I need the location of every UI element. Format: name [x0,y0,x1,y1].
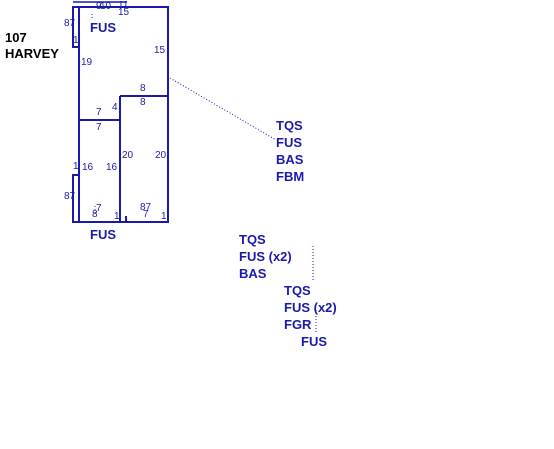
dim-mid-4: 4 [112,102,118,113]
address-street: HARVEY [5,46,59,61]
label-group1-1: FUS [276,135,302,150]
dim-lr-1: 1 [73,161,79,172]
dim-mid-7b: 7 [96,122,102,133]
label-group2-1: FUS (x2) [239,249,292,264]
dim-left-19: 19 [81,57,93,68]
dim-rr-20b: 20 [155,150,167,161]
dim-bot-87: 87 [64,191,76,202]
dim-left-1: 1 [73,35,79,46]
label-group3-1: FUS (x2) [284,300,337,315]
leader-line-1 [169,77,277,141]
dim-rr-20a: 20 [122,150,134,161]
dim-top-11: 11 [118,0,129,11]
label-group2-2: BAS [239,266,267,281]
dim-right-15: 15 [154,45,166,56]
address-number: 107 [5,30,27,45]
dim-top-9: 9 [96,1,102,12]
label-group1-3: FBM [276,169,305,184]
label-group3-sub: FUS [301,334,327,349]
dim-top-87: 87 [64,18,76,29]
label-fus-top: FUS [90,20,116,35]
label-group3-0: TQS [284,283,311,298]
dim-bot-7b: 7 [143,209,149,220]
label-group2-0: TQS [239,232,266,247]
bottom-left-wing [72,174,120,223]
dim-mid-8a: 8 [140,83,146,94]
dim-top-15: 15 [118,7,130,18]
label-group1-2: BAS [276,152,304,167]
bottom-right-wing [125,216,168,223]
label-group3-2: FGR [284,317,312,332]
dim-bot-1a: 1 [114,211,120,222]
dim-bot-87b: 87 [140,202,152,213]
dim-mid-7a: 7 [96,107,102,118]
dim-bot-8a: 8 [92,209,98,220]
dim-lr-16b: 16 [106,162,118,173]
dim-mid-8b: 8 [140,97,146,108]
label-group1-0: TQS [276,118,303,133]
dim-top-10: 10 [100,1,112,12]
label-fus-bottom: FUS [90,227,116,242]
top-wing-outline [72,6,79,48]
dim-bot-1b: 1 [161,211,167,222]
property-address: 107 HARVEY [5,30,59,62]
dim-lr-16a: 16 [82,162,94,173]
dim-bot-7a: 7 [96,203,102,214]
main-structure-outline [78,6,169,223]
